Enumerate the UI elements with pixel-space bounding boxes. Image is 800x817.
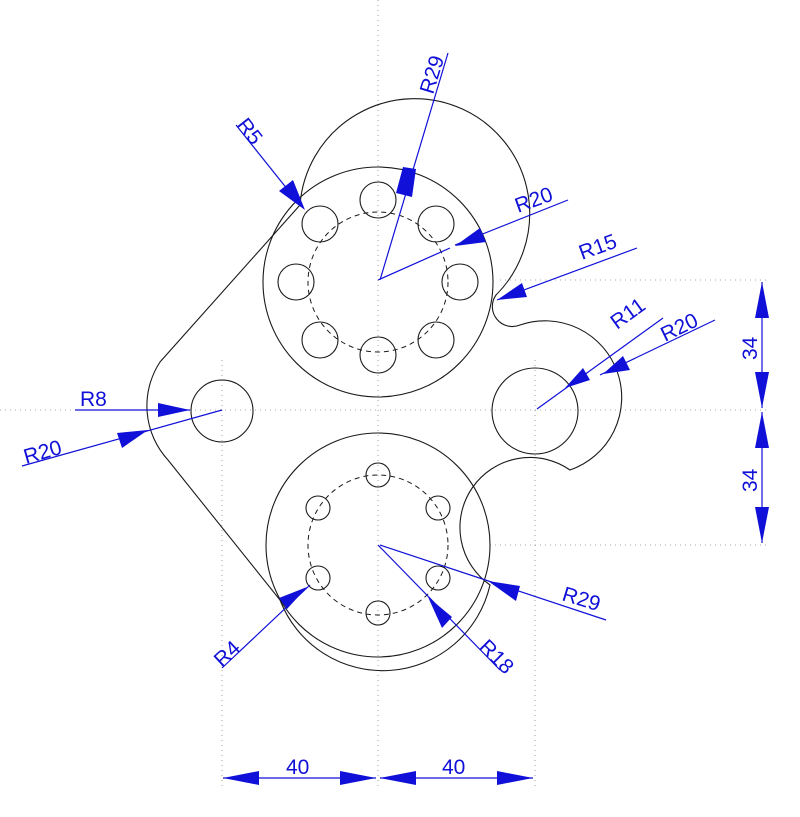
- linear-dimensions: [223, 282, 769, 785]
- dim-arrow: [755, 282, 769, 318]
- arrow-r18: [428, 597, 452, 628]
- label-r29-bottom: R29: [560, 583, 604, 616]
- arrow-r5: [279, 180, 305, 210]
- upper-pitch-circle: [307, 211, 449, 353]
- right-hole: [491, 367, 579, 455]
- label-r5: R5: [232, 114, 267, 149]
- leader-r29-top-radius: [377, 247, 451, 281]
- label-40-left: 40: [286, 756, 309, 779]
- arrow-r29-top: [396, 167, 416, 197]
- upper-bolt-pattern: [277, 181, 479, 374]
- lower-pitch-circle: [307, 474, 449, 616]
- label-40-right: 40: [442, 756, 465, 779]
- dim-arrow: [755, 372, 769, 408]
- dim-arrow: [497, 771, 533, 785]
- lower-bolt-hole: [365, 600, 391, 626]
- dim-arrow: [755, 507, 769, 543]
- centerlines: [0, 0, 770, 790]
- left-hole: [190, 379, 254, 443]
- lower-bolt-hole: [425, 495, 451, 521]
- part-outline: [146, 98, 623, 672]
- label-r8: R8: [80, 388, 107, 411]
- label-34-bottom: 34: [739, 468, 762, 492]
- upper-bolt-hole: [359, 336, 397, 374]
- label-r20-left: R20: [21, 436, 64, 469]
- label-r20-right: R20: [657, 309, 702, 347]
- arrow-r29-bottom: [488, 581, 520, 601]
- dim-arrow: [755, 412, 769, 448]
- lower-bolt-pattern: [305, 462, 451, 626]
- arrow-r4: [279, 587, 307, 609]
- lower-bolt-hole: [425, 565, 451, 591]
- lower-bolt-hole: [365, 462, 391, 488]
- label-r11: R11: [606, 294, 649, 334]
- outer-profile: [146, 98, 623, 672]
- arrow-r20-left: [117, 430, 148, 448]
- leaders: [21, 52, 716, 671]
- label-r15: R15: [576, 230, 620, 265]
- upper-bolt-hole: [417, 205, 455, 243]
- dim-arrow: [380, 771, 416, 785]
- label-34-top: 34: [739, 336, 762, 360]
- label-r20-upper: R20: [512, 183, 556, 218]
- lower-bolt-hole: [305, 565, 331, 591]
- upper-boss-circle: [262, 166, 494, 398]
- dim-arrow: [340, 771, 376, 785]
- leader-r11: [536, 317, 664, 410]
- upper-bolt-hole: [441, 263, 479, 301]
- upper-bolt-hole: [359, 181, 397, 219]
- upper-bolt-hole: [417, 321, 455, 359]
- arrow-r11: [565, 368, 590, 388]
- arrow-r20-right: [603, 356, 630, 374]
- lower-bolt-hole: [305, 495, 331, 521]
- label-r29-top: R29: [416, 53, 449, 97]
- leader-r29-top: [379, 52, 449, 281]
- upper-bolt-hole: [301, 321, 339, 359]
- dim-arrow: [223, 771, 259, 785]
- upper-bolt-hole: [301, 205, 339, 243]
- arrow-r20-upper: [455, 228, 486, 246]
- label-r18: R18: [474, 635, 518, 679]
- upper-bolt-hole: [277, 263, 315, 301]
- label-r4: R4: [210, 636, 246, 671]
- arrow-r15: [497, 283, 527, 300]
- arrow-r8: [158, 403, 190, 417]
- lower-boss-circle: [265, 432, 491, 658]
